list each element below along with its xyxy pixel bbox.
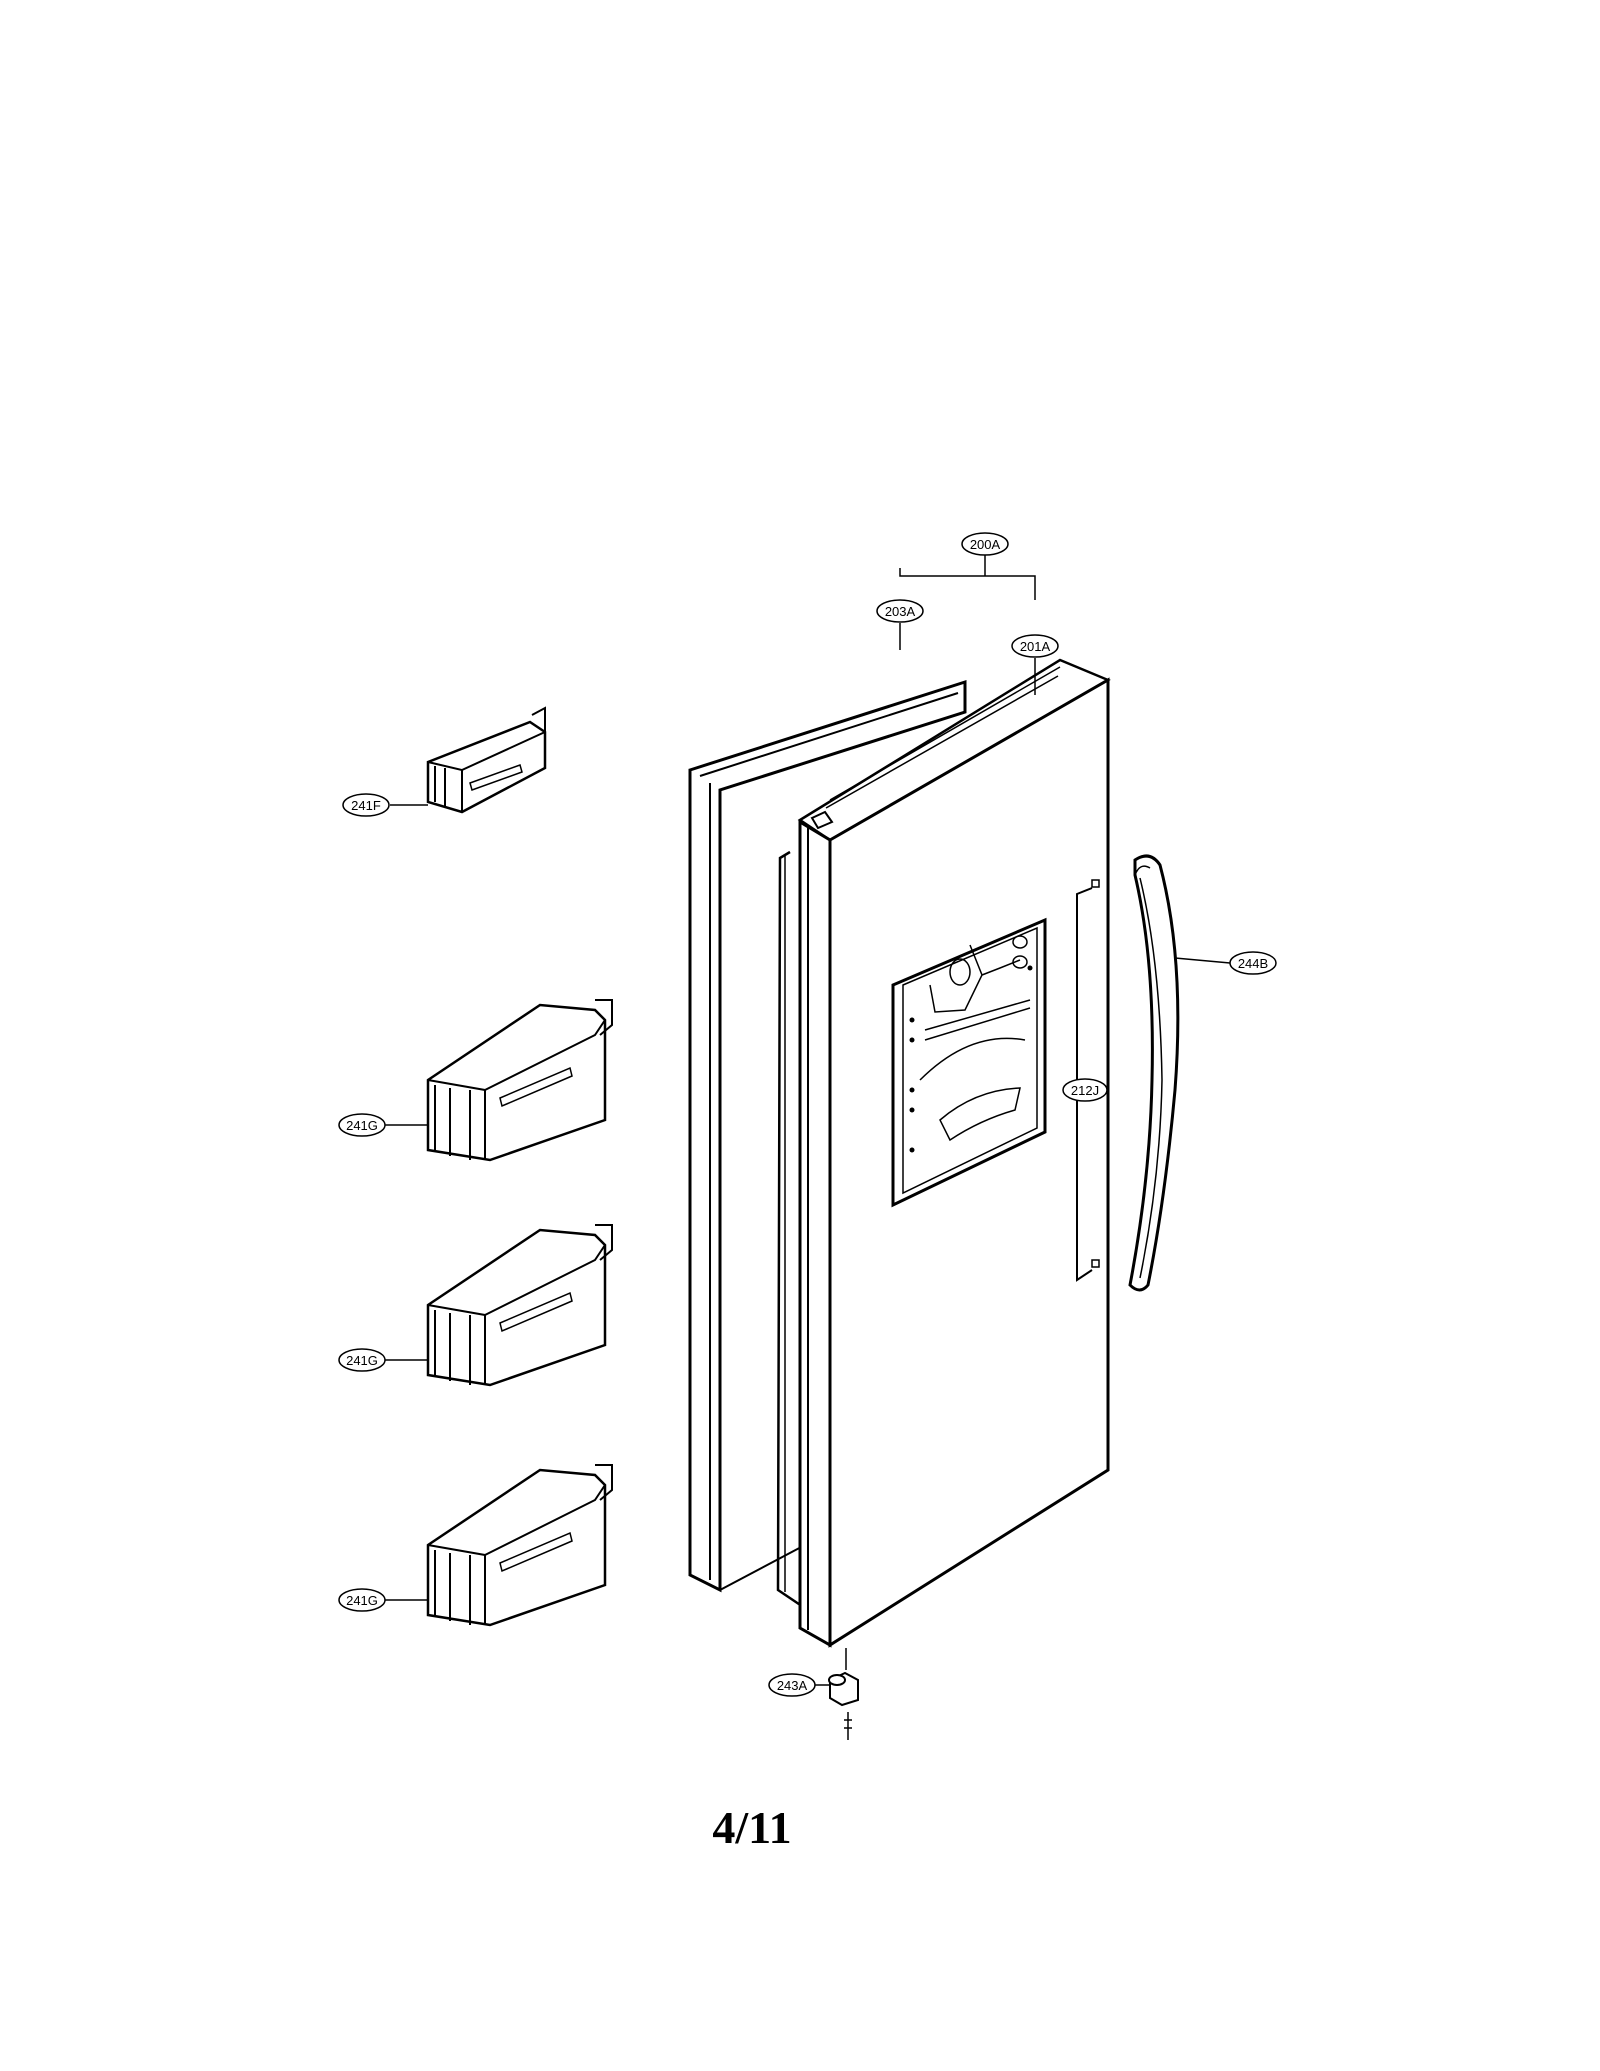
callout-212J: 212J: [1062, 1078, 1108, 1102]
svg-text:244B: 244B: [1238, 956, 1268, 971]
callout-241F: 241F: [342, 793, 390, 817]
callout-241G-2: 241G: [338, 1348, 386, 1372]
svg-text:241G: 241G: [346, 1118, 378, 1133]
callout-241G-1: 241G: [338, 1113, 386, 1137]
door-handle: [1128, 854, 1180, 1292]
callout-244B: 244B: [1229, 951, 1277, 975]
svg-text:241F: 241F: [351, 798, 381, 813]
door-bin-small: [426, 706, 547, 814]
callout-241G-3: 241G: [338, 1588, 386, 1612]
svg-text:241G: 241G: [346, 1593, 378, 1608]
callout-243A: 243A: [768, 1673, 816, 1697]
door-bin-2: [426, 1224, 613, 1387]
door-gasket: [688, 679, 967, 1593]
svg-text:212J: 212J: [1071, 1083, 1099, 1098]
svg-text:200A: 200A: [970, 537, 1001, 552]
svg-text:243A: 243A: [777, 1678, 808, 1693]
svg-text:203A: 203A: [885, 604, 916, 619]
door-bin-3: [426, 1464, 613, 1627]
door-assembly: [797, 658, 1111, 1648]
lower-hinge: [828, 1648, 859, 1740]
svg-text:241G: 241G: [346, 1353, 378, 1368]
door-bin-1: [426, 999, 613, 1162]
callout-203A: 203A: [876, 599, 924, 623]
page-number: 4/11: [712, 1802, 791, 1853]
dispenser-recess: [891, 917, 1047, 1208]
callout-200A: 200A: [961, 532, 1009, 556]
svg-text:201A: 201A: [1020, 639, 1051, 654]
callout-201A: 201A: [1011, 634, 1059, 658]
